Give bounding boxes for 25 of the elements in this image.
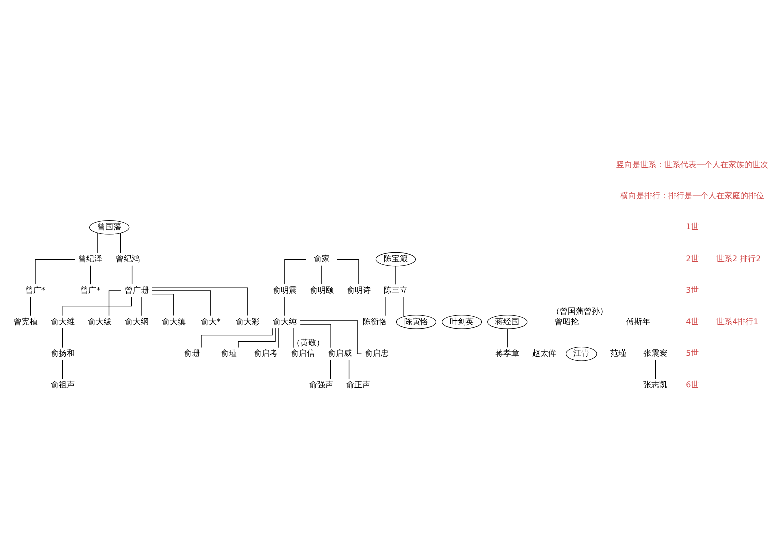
connector (330, 360, 332, 379)
connector (30, 296, 31, 316)
connector (284, 296, 286, 316)
connector (152, 287, 248, 316)
connector (152, 290, 212, 316)
connector (120, 232, 122, 254)
connector (655, 360, 656, 379)
connector (35, 258, 76, 284)
connector (132, 265, 133, 284)
connector (300, 324, 332, 348)
connector (300, 320, 362, 354)
connector (337, 258, 360, 284)
connector (62, 360, 64, 379)
connector (278, 328, 279, 348)
connector (385, 296, 386, 316)
connector (201, 328, 273, 348)
connector (238, 328, 276, 348)
connector (108, 290, 122, 316)
connector (348, 360, 350, 379)
connector (152, 294, 174, 316)
connector (62, 296, 132, 316)
connector (90, 265, 92, 284)
connector (507, 328, 508, 348)
connector (284, 258, 307, 284)
connector (62, 328, 64, 348)
